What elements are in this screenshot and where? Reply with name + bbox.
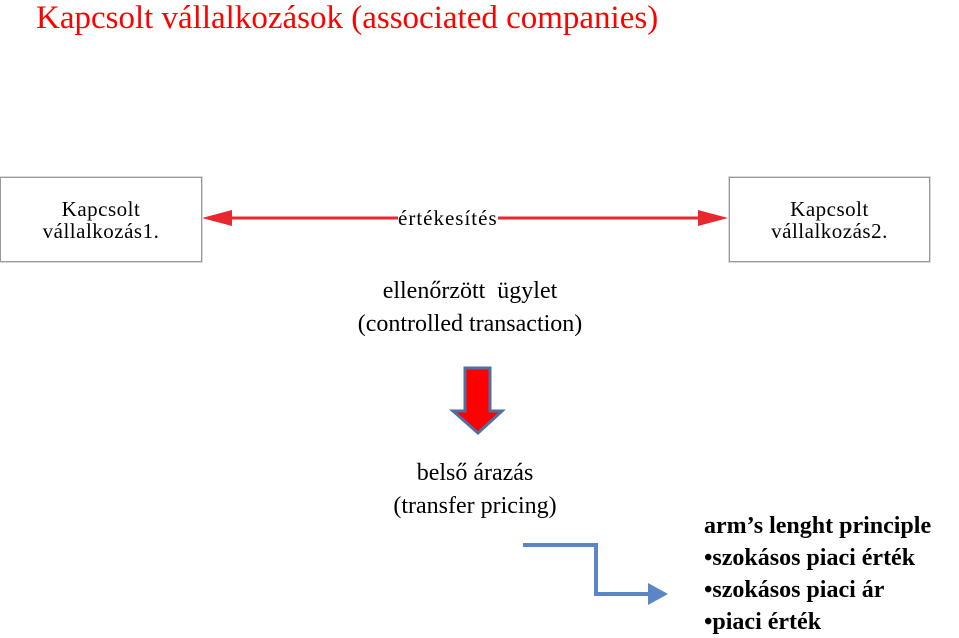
arms-length-heading: arm’s lenght principle bbox=[704, 513, 932, 539]
arrow-head-left bbox=[202, 210, 232, 226]
list-item: •szokásos piaci ár bbox=[704, 577, 885, 603]
elbow-arrow bbox=[523, 543, 668, 605]
transfer-pricing: belső árazás (transfer pricing) bbox=[315, 457, 635, 523]
transfer-line1: belső árazás bbox=[416, 460, 534, 486]
sales-label: értékesítés bbox=[398, 206, 498, 231]
list-item: •szokásos piaci érték bbox=[704, 545, 916, 571]
company-box-2: Kapcsolt vállalkozás2. bbox=[729, 177, 930, 262]
box1-line1: Kapcsolt bbox=[61, 196, 141, 221]
arms-length-principle: arm’s lenght principle •szokásos piaci é… bbox=[704, 510, 931, 638]
arrow-head-right bbox=[698, 210, 728, 226]
elbow-arrow-head bbox=[648, 583, 668, 605]
controlled-line1: ellenőrzött ügylet bbox=[382, 278, 558, 304]
box2-line1: Kapcsolt bbox=[790, 196, 869, 221]
down-arrow bbox=[449, 366, 506, 436]
box1-line2: vállalkozás1. bbox=[42, 218, 160, 243]
box2-line2: vállalkozás2. bbox=[771, 218, 888, 243]
controlled-transaction: ellenőrzött ügylet (controlled transacti… bbox=[300, 275, 640, 341]
transfer-line2: (transfer pricing) bbox=[393, 493, 557, 519]
controlled-line2: (controlled transaction) bbox=[357, 311, 583, 337]
page-title: Kapcsolt vállalkozások (associated compa… bbox=[36, 0, 659, 36]
list-item: •piaci érték bbox=[704, 609, 822, 635]
company-box-1: Kapcsolt vállalkozás1. bbox=[0, 177, 202, 262]
